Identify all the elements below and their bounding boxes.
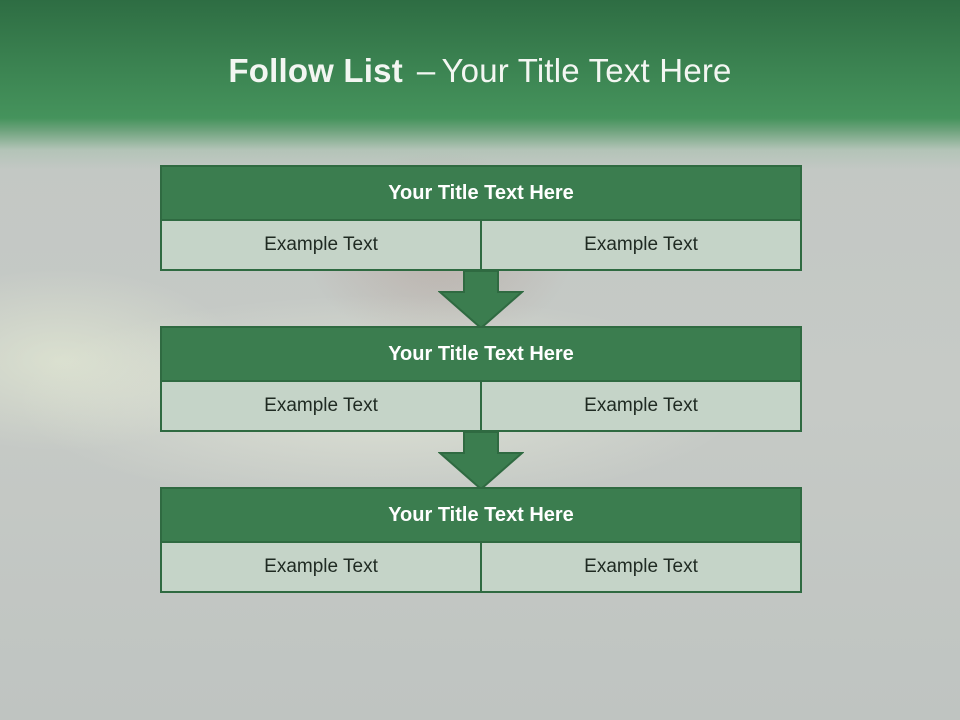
list-block-row: Example Text Example Text <box>160 382 802 432</box>
list-block-cell-left: Example Text <box>160 382 482 432</box>
list-block-title: Your Title Text Here <box>160 487 802 543</box>
list-block-cell-left: Example Text <box>160 543 482 593</box>
down-arrow-2 <box>438 431 524 491</box>
down-arrow-1 <box>438 270 524 330</box>
header-band <box>0 0 960 170</box>
list-block-title: Your Title Text Here <box>160 165 802 221</box>
slide-title: Follow List–Your Title Text Here <box>0 52 960 90</box>
slide-title-bold: Follow List <box>228 52 403 89</box>
list-block-row: Example Text Example Text <box>160 221 802 271</box>
list-block-cell-left: Example Text <box>160 221 482 271</box>
slide-title-separator: – <box>416 52 436 89</box>
list-block-title: Your Title Text Here <box>160 326 802 382</box>
list-block-1: Your Title Text Here Example Text Exampl… <box>160 165 802 271</box>
list-block-cell-right: Example Text <box>482 221 802 271</box>
list-block-cell-right: Example Text <box>482 382 802 432</box>
list-block-2: Your Title Text Here Example Text Exampl… <box>160 326 802 432</box>
slide-title-text: Your Title Text Here <box>441 52 732 89</box>
list-block-row: Example Text Example Text <box>160 543 802 593</box>
list-block-3: Your Title Text Here Example Text Exampl… <box>160 487 802 593</box>
list-block-cell-right: Example Text <box>482 543 802 593</box>
